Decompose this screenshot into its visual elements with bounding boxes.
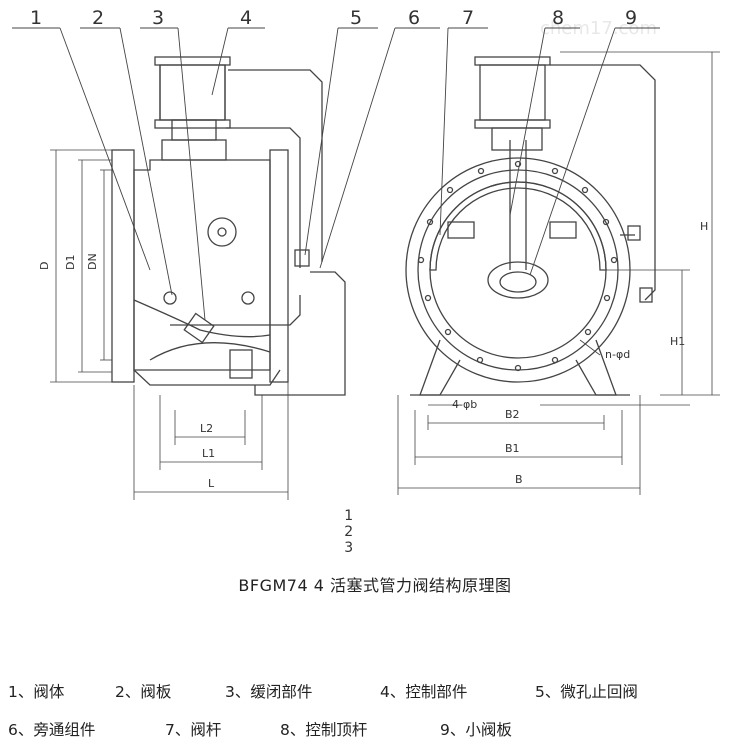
legend-item: 2、阀板 — [115, 683, 172, 701]
legend-item: 5、微孔止回阀 — [535, 683, 638, 701]
dim-L2: L2 — [200, 422, 213, 435]
caption-model: BFGM74 — [238, 576, 309, 595]
dim-B: B — [515, 473, 523, 486]
dim-bolt-holes: 4-φb — [452, 398, 477, 411]
callout-9: 9 — [625, 7, 637, 29]
callout-7: 7 — [462, 7, 474, 29]
caption-title: 活塞式管力阀结构原理图 — [330, 576, 512, 595]
legend-item: 7、阀杆 — [165, 721, 222, 739]
callout-leaders — [12, 27, 660, 321]
dim-D1: D1 — [64, 255, 77, 270]
stacked-numbers: 1 2 3 — [334, 508, 364, 556]
valve-drawing: 1 2 3 4 5 6 7 8 9 D D1 DN L2 L1 L H H1 B… — [12, 7, 720, 500]
front-view — [397, 51, 720, 495]
dim-L1: L1 — [202, 447, 215, 460]
callout-4: 4 — [240, 7, 252, 29]
legend-item: 8、控制顶杆 — [280, 721, 368, 739]
caption-number: 4 — [313, 576, 325, 595]
callout-3: 3 — [152, 7, 164, 29]
side-view — [50, 56, 346, 500]
watermark: chem17.com — [540, 18, 657, 39]
dim-DN: DN — [86, 253, 99, 270]
stacked-number: 1 — [344, 508, 354, 524]
stacked-number: 2 — [344, 524, 354, 540]
dim-flange-holes: n-φd — [605, 348, 630, 361]
legend-item: 9、小阀板 — [440, 721, 512, 739]
dim-L: L — [208, 477, 215, 490]
callout-5: 5 — [350, 7, 362, 29]
callout-1: 1 — [30, 7, 42, 29]
flange-bolt-holes — [417, 160, 618, 372]
legend-item: 4、控制部件 — [380, 683, 468, 701]
callout-6: 6 — [408, 7, 420, 29]
dim-H1: H1 — [670, 335, 685, 348]
legend-item: 6、旁通组件 — [8, 721, 96, 739]
legend-item: 1、阀体 — [8, 683, 65, 701]
dim-H: H — [700, 220, 708, 233]
stacked-number: 3 — [344, 540, 354, 556]
callout-2: 2 — [92, 7, 104, 29]
dim-B1: B1 — [505, 442, 520, 455]
legend-item: 3、缓闭部件 — [225, 683, 313, 701]
dimension-labels: D D1 DN L2 L1 L H H1 B B1 B2 4-φb n-φd — [38, 220, 708, 490]
callout-labels: 1 2 3 4 5 6 7 8 9 — [30, 7, 637, 29]
dim-B2: B2 — [505, 408, 520, 421]
callout-8: 8 — [552, 7, 564, 29]
dim-D: D — [38, 262, 51, 270]
figure-caption: 1 2 3 BFGM74 4 活塞式管力阀结构原理图 — [0, 508, 750, 596]
